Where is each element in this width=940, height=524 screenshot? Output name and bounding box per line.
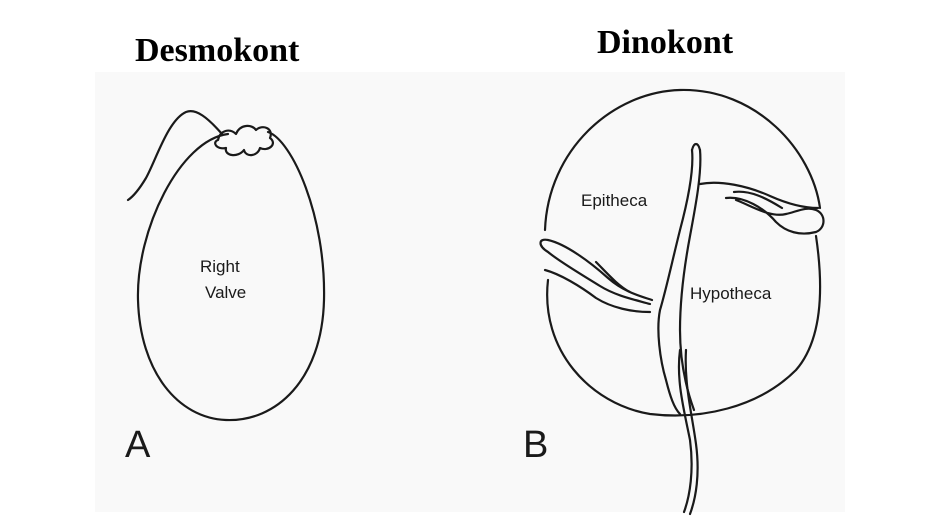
desmokont-flagellum	[126, 110, 224, 202]
flagellar-pore	[214, 124, 275, 157]
sulcal-apex	[690, 142, 702, 152]
title-desmokont: Desmokont	[135, 32, 300, 69]
dinokont-cell	[539, 88, 825, 516]
figure-background	[95, 72, 845, 512]
title-dinokont: Dinokont	[597, 24, 734, 61]
panel-letter-b: B	[523, 424, 549, 466]
desmokont-cell	[126, 110, 326, 422]
right-valve-outline	[136, 130, 326, 422]
label-epitheca: Epitheca	[581, 191, 648, 210]
label-valve: Valve	[205, 283, 247, 302]
label-right: Right	[200, 257, 240, 276]
sulcus-left	[657, 148, 694, 416]
hypotheca-outline	[546, 234, 822, 417]
girdle-band-left	[543, 268, 652, 314]
label-hypotheca: Hypotheca	[690, 284, 772, 303]
sulcus-right	[678, 148, 702, 412]
epitheca-outline	[543, 88, 822, 232]
transverse-flagellum-left	[539, 238, 654, 306]
longitudinal-flagellum	[677, 348, 699, 516]
panel-letter-a: A	[125, 424, 151, 466]
transverse-flagellum-right	[724, 190, 825, 235]
girdle-band-right	[698, 181, 820, 210]
